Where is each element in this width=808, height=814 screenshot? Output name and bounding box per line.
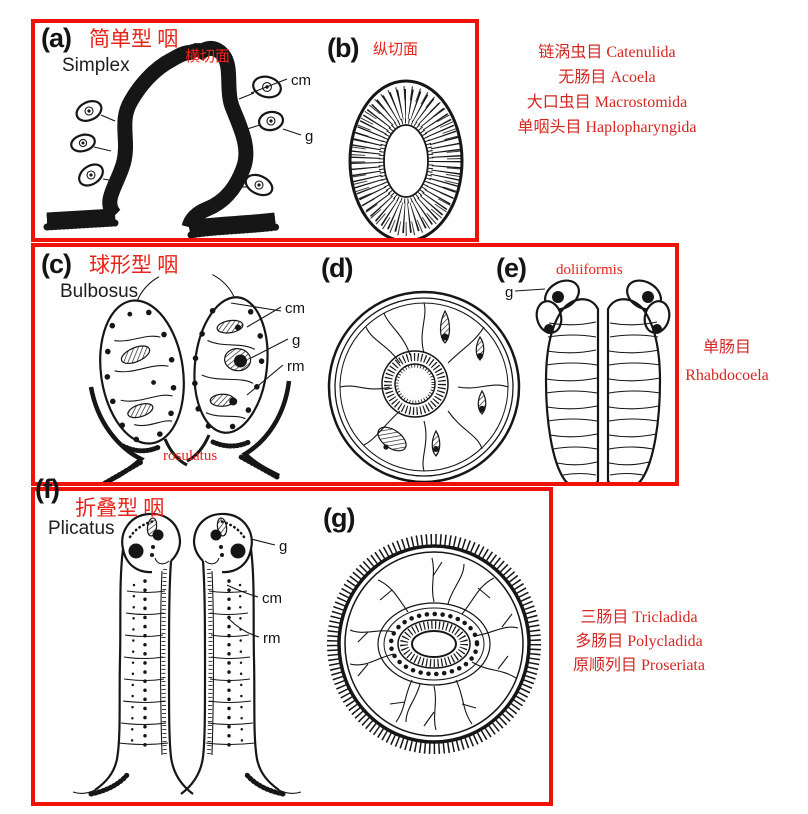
panel-bulbosus-box: cm g rm [31, 243, 679, 486]
pointer-cm2-c [230, 302, 282, 312]
panel-g-letter: (g) [323, 503, 356, 533]
panel-simplex-box: cm g (a) 简单型 咽 横切面 Simplex (b) 纵切面 [31, 19, 479, 242]
bulbosus-cross-section-drawing [327, 290, 521, 482]
panel-f-letter: (f) [35, 474, 60, 504]
label-rm-c: rm [287, 358, 305, 375]
panel-b-letter: (b) [327, 33, 360, 63]
plicatus-orders-list: 三肠目 Tricladida 多肠目 Polycladida 原顺列目 Pros… [548, 606, 730, 678]
taxa-line: 单咽头目 Haplopharyngida [517, 119, 697, 136]
plicatus-right-fold [180, 512, 302, 797]
taxa-line: 无肠目 Acoela [558, 69, 656, 86]
bulbosus-left-bulb [99, 276, 185, 445]
simplex-gland-cells [70, 75, 285, 197]
taxa-line: 三肠目 Tricladida [580, 609, 698, 626]
label-cm-a: cm [291, 72, 311, 89]
label-g-e: g [505, 284, 513, 301]
panel-a-cn-title: 简单型 咽 [89, 27, 179, 51]
label-cm-c: cm [285, 300, 305, 317]
label-g-a: g [305, 128, 313, 145]
panel-e-variant-name: doliiformis [556, 262, 623, 278]
simplex-cross-section-drawing [348, 79, 464, 238]
bulbosus-body-wall [88, 380, 292, 482]
panel-f-cn-title: 折叠型 咽 [75, 496, 165, 520]
panel-c-latin-name: Bulbosus [60, 281, 139, 302]
bulbosus-orders-list: 单肠目 Rhabdocoela [657, 334, 797, 390]
bulbosus-right-bulb [192, 274, 269, 434]
bulbosus-drawing: cm g rm [88, 274, 671, 482]
panel-b-section-note: 纵切面 [373, 42, 419, 58]
panel-c-variant-name: rosulatus [163, 448, 218, 464]
panel-a-latin-name: Simplex [62, 55, 130, 76]
taxa-line: 原顺列目 Proseriata [573, 657, 705, 674]
taxa-line: 大口虫目 Macrostomida [526, 94, 688, 111]
panel-e-letter: (e) [496, 253, 527, 283]
panel-f-latin-name: Plicatus [48, 518, 115, 539]
panel-c-letter: (c) [41, 249, 72, 279]
simplex-epithelium-right [181, 41, 254, 230]
pointer-rm-f [228, 618, 260, 638]
simplex-section-drawing: cm g [43, 41, 464, 238]
doliiformis-drawing [535, 279, 671, 482]
panel-a-letter: (a) [41, 23, 72, 53]
taxa-line: 单肠目 [702, 339, 751, 356]
label-g-c: g [292, 332, 300, 349]
simplex-orders-list: 链涡虫目 Catenulida 无肠目 Acoela 大口虫目 Macrosto… [487, 40, 727, 140]
plicatus-cross-section-drawing [327, 534, 541, 754]
pointer-cm-f [226, 584, 259, 598]
panel-c-cn-title: 球形型 咽 [89, 253, 179, 277]
plicatus-drawing: g cm rm [72, 512, 541, 797]
label-rm-f: rm [263, 630, 281, 647]
label-cm-f: cm [262, 590, 282, 607]
simplex-epidermis [43, 208, 281, 238]
panel-plicatus-box: g cm rm [31, 487, 553, 806]
pointer-g-a [282, 128, 302, 136]
label-g-f: g [279, 538, 287, 555]
pointer-g-e [514, 288, 546, 292]
pointer-g-f [250, 538, 276, 546]
taxa-line: Rhabdocoela [685, 367, 769, 384]
taxa-line: 多肠目 Polycladida [575, 633, 703, 650]
pointer-rm-c [246, 364, 284, 396]
plicatus-left-fold [72, 512, 194, 797]
pointer-cm-a [250, 78, 288, 94]
pointer-g-c [250, 338, 289, 359]
panel-d-letter: (d) [321, 253, 354, 283]
taxa-line: 链涡虫目 Catenulida [538, 44, 676, 61]
panel-a-section-note: 横切面 [185, 49, 231, 65]
